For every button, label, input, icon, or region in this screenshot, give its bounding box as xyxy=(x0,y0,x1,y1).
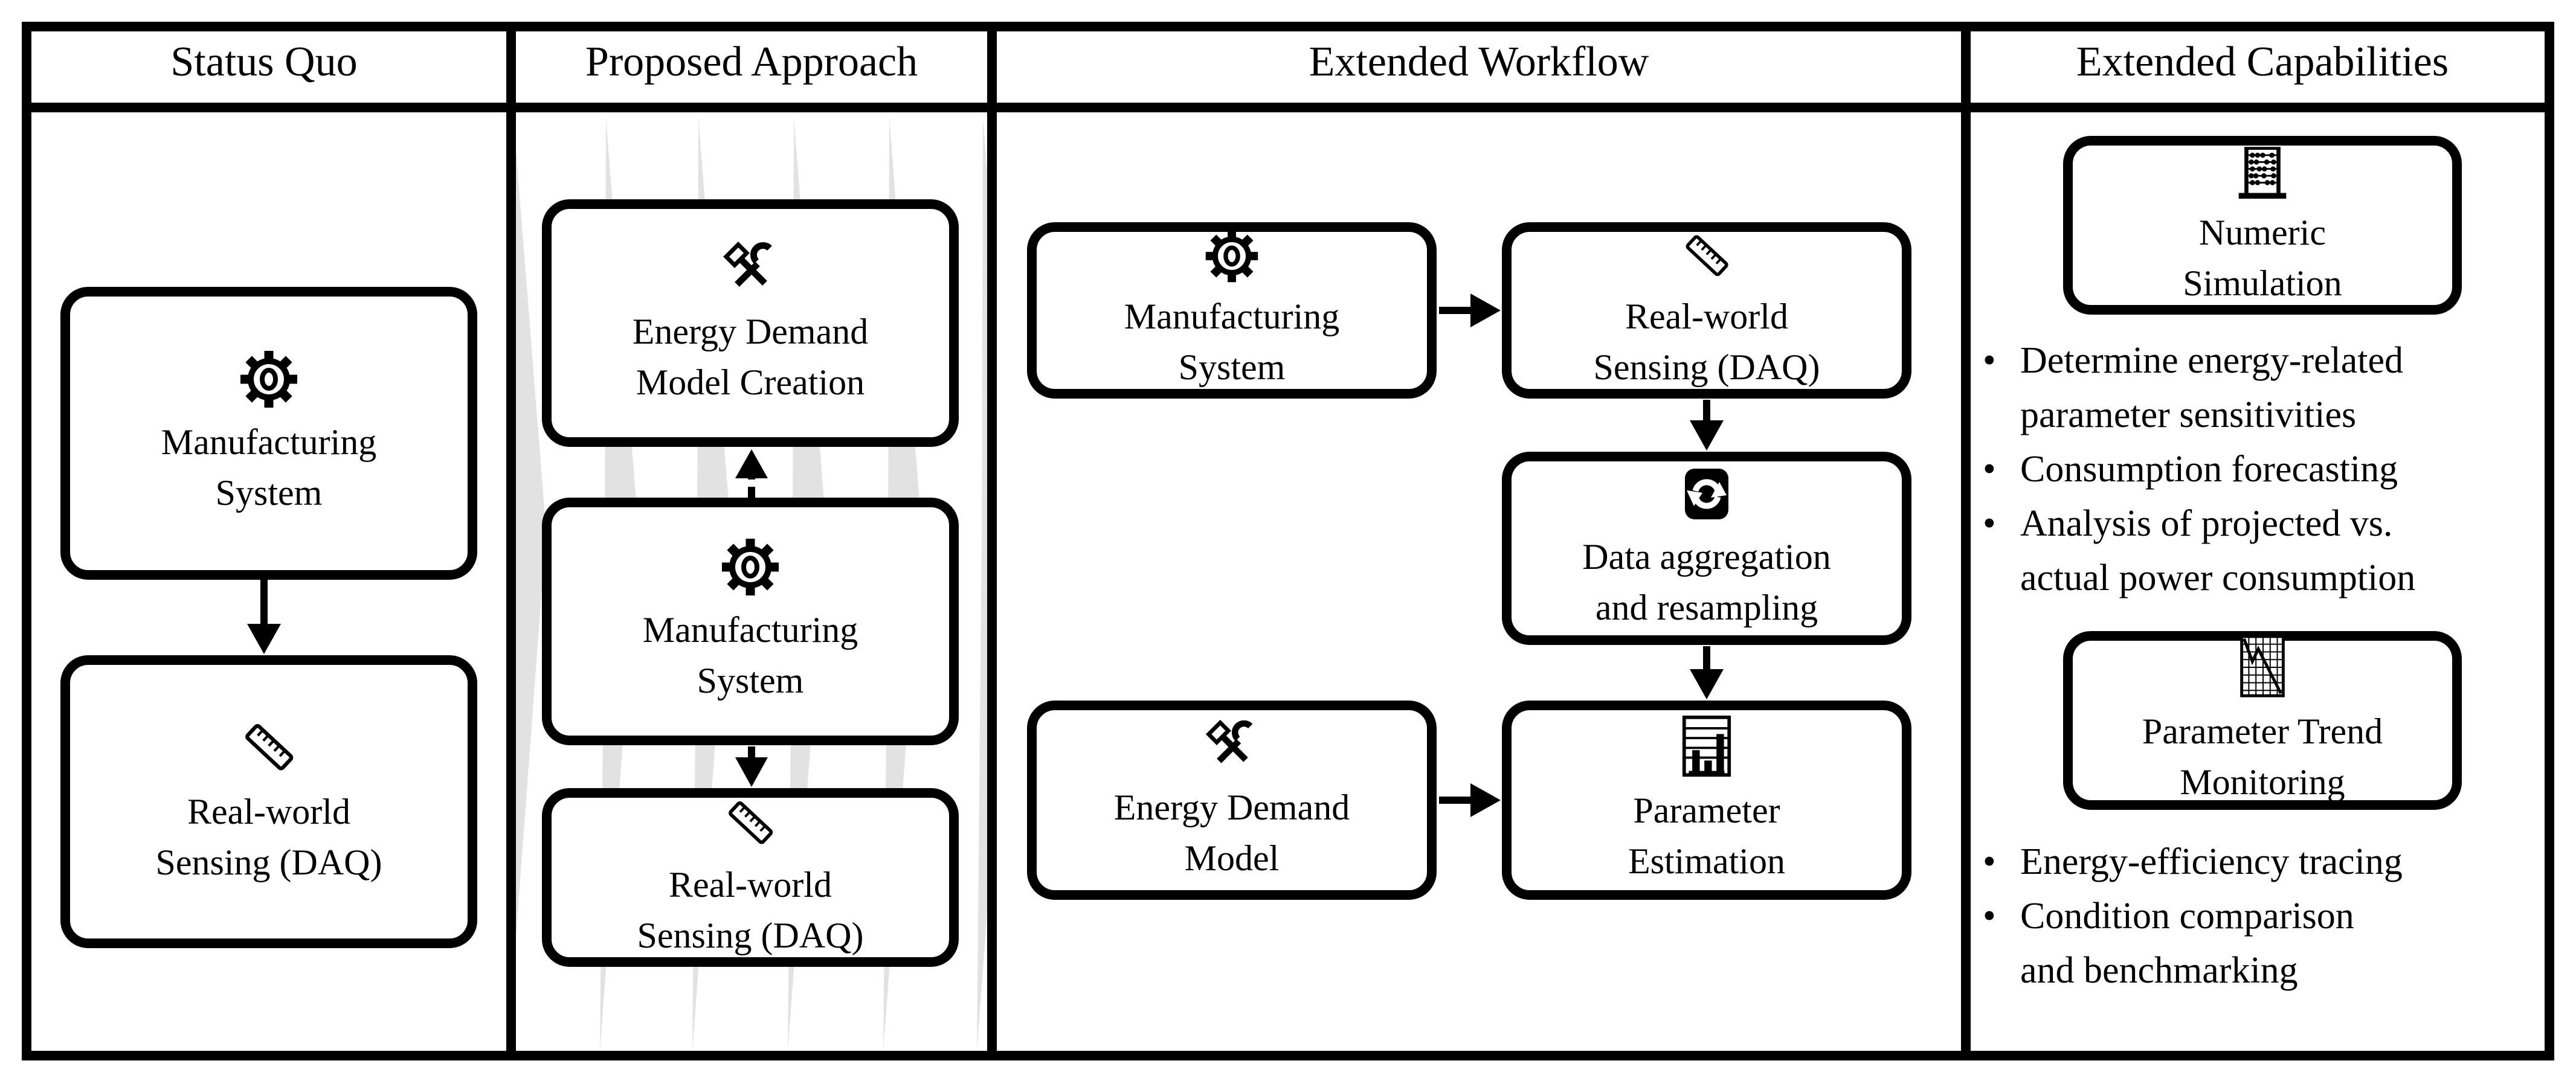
column-divider-2 xyxy=(987,22,997,1060)
node-ec-parameter-trend-monitoring: Parameter Trend Monitoring xyxy=(2063,631,2462,810)
list-item-text: Energy-efficiency tracing xyxy=(2020,841,2403,882)
arrow-sq-down xyxy=(247,578,281,654)
node-ew-real-world-sensing: Real-world Sensing (DAQ) xyxy=(1502,222,1911,399)
node-label: Estimation xyxy=(1628,841,1785,881)
node-label: Model xyxy=(1184,838,1280,878)
list-item-text: actual power consumption xyxy=(2020,557,2416,598)
node-ew-energy-demand-model: Energy Demand Model xyxy=(1027,701,1437,900)
node-ew-parameter-estimation: Parameter Estimation xyxy=(1502,701,1911,900)
column-header-extended-capabilities: Extended Capabilities xyxy=(2076,39,2449,85)
node-label: Real-world xyxy=(669,865,832,905)
list-item-text: Consumption forecasting xyxy=(2020,448,2398,490)
header-divider xyxy=(22,103,2554,112)
numeric-simulation-bullets: • Determine energy-related parameter sen… xyxy=(1983,333,2551,605)
node-pa-manufacturing-system: Manufacturing System xyxy=(542,498,959,745)
node-label: Manufacturing xyxy=(161,422,377,462)
node-pa-energy-demand-model-creation: Energy Demand Model Creation xyxy=(542,199,959,447)
table-frame xyxy=(22,22,2554,1060)
trend-grid-icon xyxy=(2238,634,2287,699)
node-label: Data aggregation xyxy=(1582,537,1831,577)
node-label: Manufacturing xyxy=(1124,297,1340,336)
node-label: Numeric xyxy=(2199,212,2326,252)
ruler-icon xyxy=(721,794,779,852)
arrow-ew-down-1 xyxy=(1690,400,1724,451)
list-item-continuation: parameter sensitivities xyxy=(1983,388,2551,442)
node-label: Real-world xyxy=(1625,297,1788,336)
tools-icon xyxy=(1203,717,1261,775)
node-label: Monitoring xyxy=(2180,762,2345,802)
list-item: • Analysis of projected vs. xyxy=(1983,496,2551,551)
node-ec-numeric-simulation: Numeric Simulation xyxy=(2063,136,2462,315)
node-pa-real-world-sensing: Real-world Sensing (DAQ) xyxy=(542,788,959,967)
bullet-dot: • xyxy=(1983,895,1996,937)
node-label: System xyxy=(1178,347,1286,387)
trend-monitoring-bullets: • Energy-efficiency tracing • Condition … xyxy=(1983,835,2551,998)
node-ew-manufacturing-system: Manufacturing System xyxy=(1027,222,1437,399)
flow-arrows xyxy=(247,294,1724,817)
bar-chart-doc-icon xyxy=(1681,714,1733,778)
column-header-proposed-approach: Proposed Approach xyxy=(585,39,918,85)
column-divider-1 xyxy=(506,22,516,1060)
bullet-dot: • xyxy=(1983,502,1996,544)
sync-icon xyxy=(1682,464,1731,524)
list-item: • Energy-efficiency tracing xyxy=(1983,835,2551,889)
arrow-ew-down-2 xyxy=(1690,646,1724,699)
list-item-text: Determine energy-related xyxy=(2020,339,2404,381)
list-item: • Consumption forecasting xyxy=(1983,442,2551,496)
list-item: • Condition comparison xyxy=(1983,889,2551,943)
gear-icon xyxy=(239,349,299,409)
bullet-dot: • xyxy=(1983,841,1996,882)
bullet-dot: • xyxy=(1983,339,1996,381)
arrow-pa-down xyxy=(735,746,768,787)
list-item-text: and benchmarking xyxy=(2020,949,2298,991)
list-item-text: parameter sensitivities xyxy=(2020,394,2357,435)
column-header-extended-workflow: Extended Workflow xyxy=(1309,39,1649,85)
ruler-icon xyxy=(237,716,300,779)
arrow-pa-dashed-up xyxy=(735,449,768,498)
node-ew-data-aggregation: Data aggregation and resampling xyxy=(1502,452,1911,645)
list-item: • Determine energy-related xyxy=(1983,333,2551,388)
node-label: Energy Demand xyxy=(1113,787,1350,827)
list-item-text: Condition comparison xyxy=(2020,895,2354,937)
node-label: System xyxy=(697,661,804,701)
node-label: Simulation xyxy=(2183,263,2342,303)
column-divider-3 xyxy=(1961,22,1971,1060)
column-header-status-quo: Status Quo xyxy=(170,39,358,85)
node-sq-real-world-sensing: Real-world Sensing (DAQ) xyxy=(60,655,477,948)
arrow-ew-right-top xyxy=(1439,294,1501,327)
ruler-icon xyxy=(1679,228,1734,284)
node-label: Energy Demand xyxy=(632,312,869,351)
node-label: and resampling xyxy=(1595,588,1818,627)
node-label: Parameter Trend xyxy=(2142,711,2383,751)
node-label: Parameter xyxy=(1633,790,1780,830)
node-label: Real-world xyxy=(187,791,350,832)
node-label: Sensing (DAQ) xyxy=(1593,347,1820,387)
node-label: System xyxy=(215,472,323,513)
list-item-continuation: and benchmarking xyxy=(1983,943,2551,998)
node-label: Sensing (DAQ) xyxy=(155,842,382,882)
list-item-continuation: actual power consumption xyxy=(1983,551,2551,605)
gear-icon xyxy=(1204,228,1260,284)
abacus-icon xyxy=(2235,143,2290,200)
bullet-dot: • xyxy=(1983,448,1996,490)
node-label: Manufacturing xyxy=(642,610,858,650)
node-label: Model Creation xyxy=(636,362,865,402)
gear-icon xyxy=(720,537,781,597)
arrow-ew-right-bottom xyxy=(1439,783,1501,817)
tools-icon xyxy=(720,239,781,299)
list-item-text: Analysis of projected vs. xyxy=(2020,502,2393,544)
node-label: Sensing (DAQ) xyxy=(637,916,864,955)
node-sq-manufacturing-system: Manufacturing System xyxy=(60,287,477,580)
